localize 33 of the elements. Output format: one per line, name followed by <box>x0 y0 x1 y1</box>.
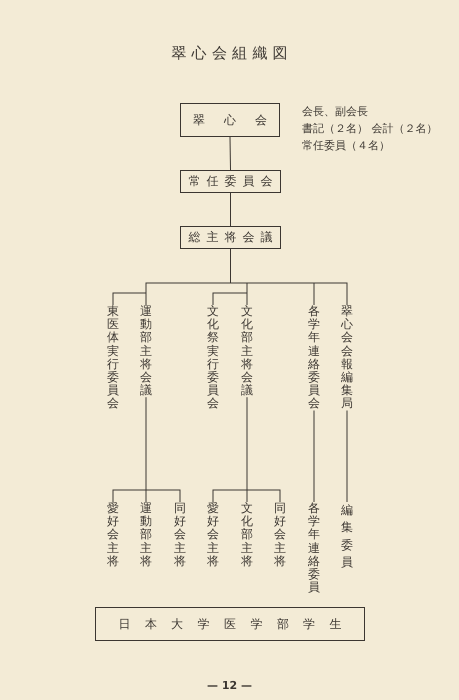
org-name: 常任委員会 <box>188 173 278 190</box>
vertical-org-name: 翠心会会報編集局 <box>341 305 353 410</box>
vertical-org-name: 東医体実行委員会 <box>107 305 119 410</box>
vertical-org-name: 文化部主将会議 <box>241 305 253 398</box>
vertical-org-name: 編集委員 <box>341 502 353 572</box>
connector-line <box>146 396 180 502</box>
org-box <box>180 170 281 193</box>
role-note: 会長、副会長 <box>302 104 368 119</box>
org-box <box>180 103 280 137</box>
page-number: — 12 — <box>206 679 253 692</box>
vertical-org-name: 同好会主将 <box>274 502 286 568</box>
org-box <box>180 226 281 249</box>
vertical-org-name: 愛好会主将 <box>107 502 119 568</box>
role-note: 書記（２名） 会計（２名） <box>302 121 438 136</box>
role-note: 常任委員（４名） <box>302 138 390 153</box>
connector-line <box>230 192 231 226</box>
connector-line <box>246 396 280 502</box>
vertical-org-name: 同好会主将 <box>174 502 186 568</box>
vertical-org-name: 各学年連絡委員会 <box>308 305 320 410</box>
connector-line <box>346 410 348 502</box>
vertical-org-name: 各学年連絡委員 <box>308 502 320 594</box>
org-name: 総主将会議 <box>188 229 278 246</box>
org-box <box>95 607 365 641</box>
vertical-org-name: 運動部主将会議 <box>140 305 152 398</box>
vertical-org-name: 運動部主将 <box>140 502 152 568</box>
vertical-org-name: 愛好会主将 <box>207 502 219 568</box>
org-name: 日本大学医学部学生 <box>117 616 356 632</box>
org-name: 翠心会 <box>192 112 286 128</box>
diagram-title: 翠心会組織図 <box>170 44 294 63</box>
connector-line <box>230 136 231 170</box>
connector-line <box>230 248 348 306</box>
vertical-org-name: 文化部主将 <box>241 502 253 568</box>
vertical-org-name: 文化祭実行委員会 <box>207 305 219 410</box>
